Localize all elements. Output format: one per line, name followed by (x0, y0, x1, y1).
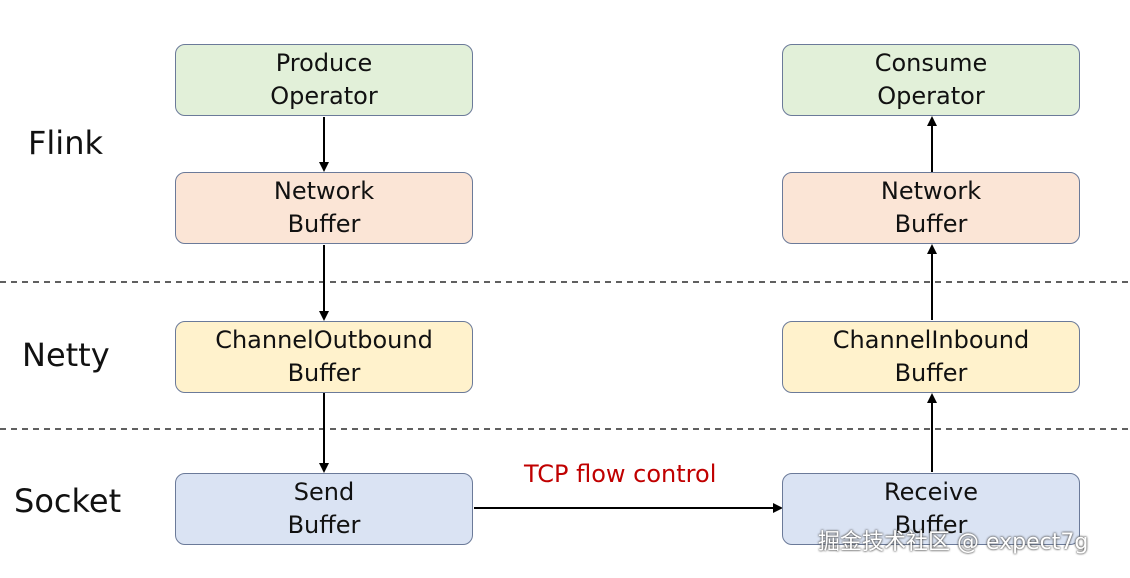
produce-operator-box: Produce Operator (175, 44, 473, 116)
consume-operator-box: Consume Operator (782, 44, 1080, 116)
tcp-flow-control-label: TCP flow control (524, 460, 717, 488)
watermark-text: 掘金技术社区 @ expect7g (818, 530, 1089, 555)
layer-label-flink: Flink (28, 124, 103, 162)
box-line: Buffer (894, 210, 968, 238)
box-line: Send (293, 478, 355, 506)
send-buffer-box: Send Buffer (175, 473, 473, 545)
box-line: Operator (270, 82, 378, 110)
box-line: Produce (275, 49, 373, 77)
box-line: Buffer (894, 359, 968, 387)
box-line: Network (273, 177, 375, 205)
box-line: Network (880, 177, 982, 205)
channel-outbound-buffer-box: ChannelOutbound Buffer (175, 321, 473, 393)
sender-network-buffer-box: Network Buffer (175, 172, 473, 244)
box-line: Operator (877, 82, 985, 110)
receive-buffer-box: Receive Buffer (782, 473, 1080, 545)
layer-label-socket: Socket (14, 482, 122, 520)
box-line: ChannelInbound (832, 326, 1030, 354)
box-line: Buffer (287, 511, 361, 539)
channel-inbound-buffer-box: ChannelInbound Buffer (782, 321, 1080, 393)
box-line: Buffer (287, 210, 361, 238)
box-line: Receive (884, 478, 978, 506)
layer-label-netty: Netty (22, 336, 110, 374)
box-line: ChannelOutbound (215, 326, 433, 354)
box-line: Buffer (287, 359, 361, 387)
box-line: Consume (874, 49, 988, 77)
receiver-network-buffer-box: Network Buffer (782, 172, 1080, 244)
box-line: Buffer (894, 511, 968, 539)
